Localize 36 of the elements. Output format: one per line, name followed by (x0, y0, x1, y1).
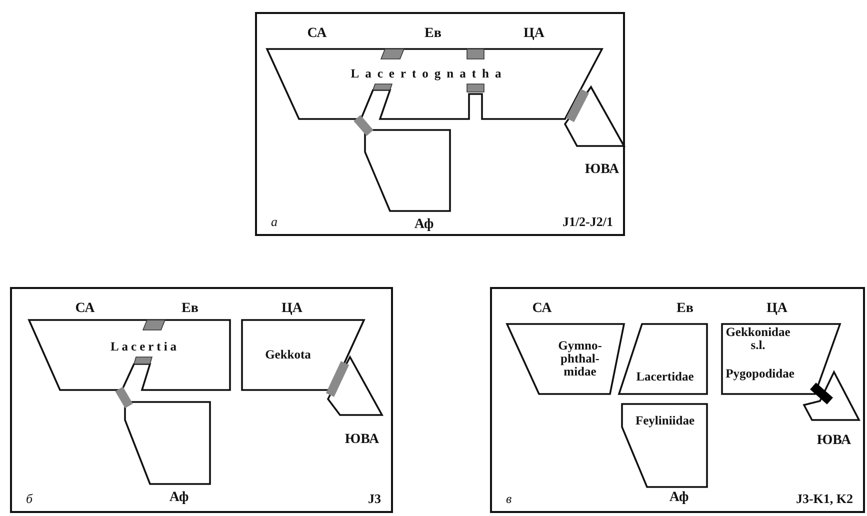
region-name: Ев (182, 301, 198, 317)
region-name: Аф (414, 217, 434, 233)
map-panel (10, 287, 393, 513)
land-bridge (326, 361, 350, 397)
panel-letter: а (271, 214, 278, 230)
region-name: ЮВА (584, 162, 620, 178)
land-bridge (354, 115, 374, 136)
region-name: Ев (676, 301, 694, 317)
region-name: Ев (424, 26, 442, 42)
panel-letter: в (506, 491, 512, 507)
time-interval: J3 (368, 491, 381, 507)
region-name: Аф (169, 490, 189, 506)
map-panel (490, 287, 865, 513)
taxon-name: Lacertidae (635, 370, 695, 384)
region-name: ЦА (766, 301, 788, 317)
region-name: ЮВА (816, 433, 852, 449)
taxon-name: Pygopodidae (724, 367, 796, 381)
region-name: ЦА (524, 26, 544, 42)
taxon-name: Gymno- phthal- midae (557, 339, 603, 379)
region-name: Аф (669, 490, 689, 506)
taxon-name: Lacertognatha (350, 67, 508, 81)
region-name: СА (307, 26, 327, 42)
land-bridge (115, 386, 133, 408)
time-interval: J3-K1, K2 (796, 491, 853, 507)
taxon-name: Feyliniidae (634, 414, 696, 428)
region-name: ЮВА (344, 432, 380, 448)
panel-letter: б (26, 491, 33, 507)
taxon-name: Gekkonidae s.l. (724, 326, 792, 352)
taxon-name: Gekkota (264, 348, 312, 362)
time-interval: J1/2-J2/1 (562, 214, 613, 230)
region-name: СА (75, 301, 95, 317)
region-name: ЦА (282, 301, 302, 317)
land-bridge (810, 382, 833, 404)
map-panel (255, 12, 625, 236)
taxon-name: Lacertia (109, 340, 181, 354)
region-name: СА (532, 301, 552, 317)
